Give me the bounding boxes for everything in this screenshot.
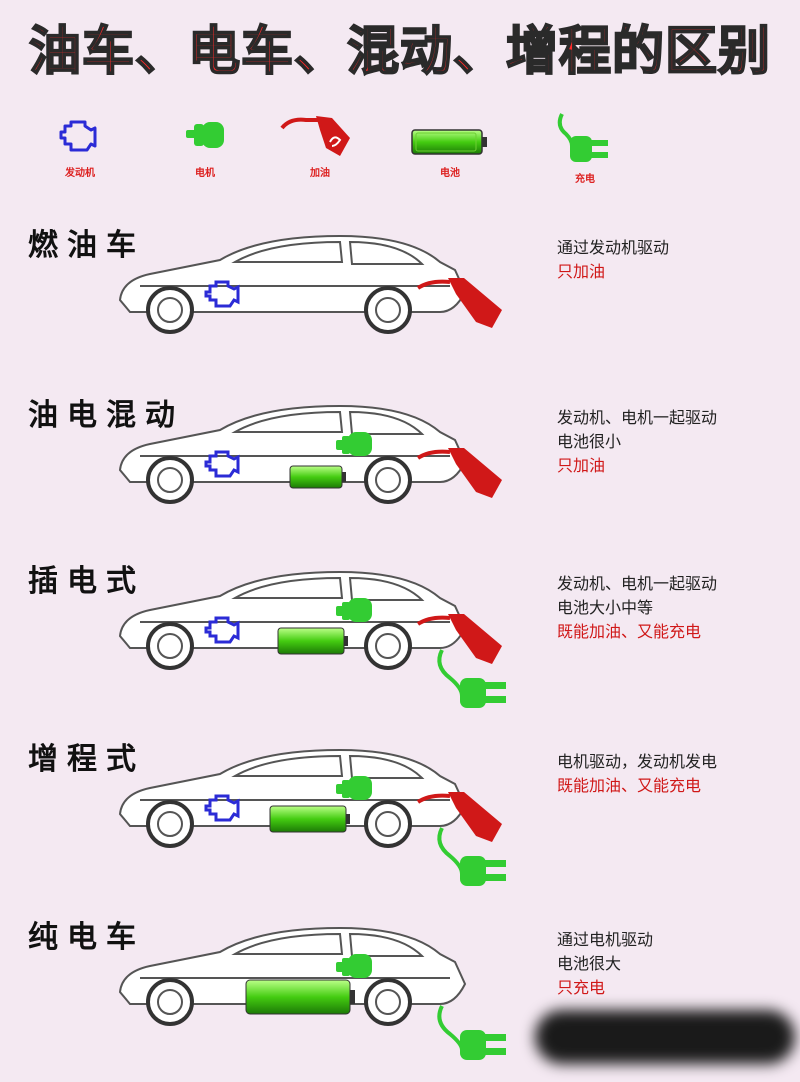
desc-line: 电池很大 — [557, 954, 622, 973]
section-description: 电机驱动，发动机发电 既能加油、又能充电 — [557, 750, 717, 798]
desc-line: 通过发动机驱动 — [557, 238, 670, 257]
legend-battery: 电池 — [405, 112, 495, 179]
legend-label: 电机 — [195, 168, 215, 179]
desc-line: 发动机、电机一起驱动 — [557, 408, 718, 427]
desc-line: 发动机、电机一起驱动 — [557, 574, 718, 593]
desc-line-red: 既能加油、又能充电 — [557, 776, 702, 795]
section-description: 通过发动机驱动 只加油 — [557, 236, 669, 284]
section-range-extender: 增程式 电机驱动，发动机发电 既能加油、又能充电 — [0, 734, 800, 904]
section-title: 燃油车 — [28, 228, 145, 263]
desc-line: 电机驱动，发动机发电 — [557, 752, 718, 771]
motor-icon — [186, 122, 224, 148]
legend-label: 发动机 — [65, 168, 95, 179]
page-title: 油车、电车、混动、增程的区别 — [28, 21, 771, 83]
watermark-redaction — [535, 1010, 795, 1064]
section-plugin-hybrid: 插电式 发动机、电机一起驱动 电池大小中等 既能加油、又能充电 — [0, 556, 800, 726]
section-description: 通过电机驱动 电池很大 只充电 — [557, 928, 653, 1000]
section-gasoline-car: 燃油车 通过发动机驱动 只加油 — [0, 220, 800, 390]
charging-plug-icon — [557, 113, 608, 162]
section-title: 油电混动 — [28, 398, 184, 433]
car-illustration — [118, 748, 506, 886]
section-title: 纯电车 — [28, 920, 145, 955]
desc-line-red: 只加油 — [557, 262, 606, 281]
desc-line: 电池很小 — [557, 432, 622, 451]
legend-charge: 充电 — [540, 112, 630, 185]
section-description: 发动机、电机一起驱动 电池很小 只加油 — [557, 406, 717, 478]
desc-line-red: 既能加油、又能充电 — [557, 622, 702, 641]
section-description: 发动机、电机一起驱动 电池大小中等 既能加油、又能充电 — [557, 572, 717, 644]
section-title: 增程式 — [28, 742, 145, 777]
section-title: 插电式 — [28, 564, 145, 599]
legend-fuel: 加油 — [275, 112, 365, 179]
car-illustration — [118, 404, 502, 504]
car-illustration — [118, 570, 506, 708]
legend: 发动机 电机 加油 电池 — [0, 112, 800, 192]
engine-icon — [59, 120, 97, 152]
battery-icon — [411, 129, 487, 155]
desc-line: 通过电机驱动 — [557, 930, 654, 949]
section-electric-car: 纯电车 通过电机驱动 电池很大 只充电 — [0, 912, 800, 1082]
legend-label: 电池 — [440, 168, 460, 179]
section-hybrid: 油电混动 发动机、电机一起驱动 电池很小 只加油 — [0, 390, 800, 560]
car-illustration — [118, 926, 506, 1060]
desc-line: 电池大小中等 — [557, 598, 654, 617]
desc-line-red: 只充电 — [557, 978, 606, 997]
legend-label: 充电 — [575, 174, 595, 185]
fuel-nozzle-icon — [280, 116, 350, 156]
desc-line-red: 只加油 — [557, 456, 606, 475]
legend-motor: 电机 — [160, 112, 250, 179]
legend-engine: 发动机 — [35, 112, 125, 179]
legend-label: 加油 — [310, 168, 330, 179]
car-illustration — [118, 234, 502, 334]
